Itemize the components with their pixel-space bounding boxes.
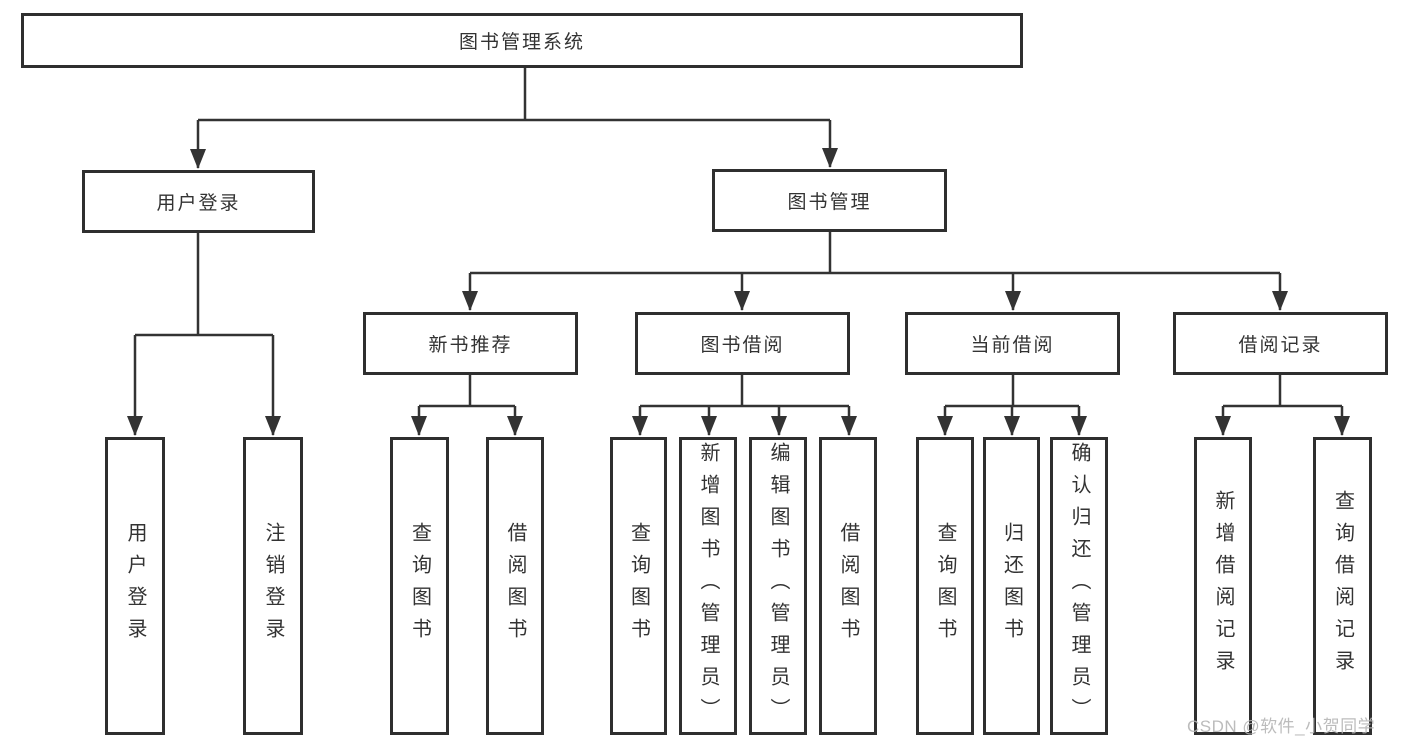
node-label: 注销登录 bbox=[262, 522, 284, 650]
node-label: 查询图书 bbox=[408, 522, 431, 650]
node-leaf-query-books-recommend: 查询图书 bbox=[390, 437, 449, 735]
node-leaf-borrow-books-recommend: 借阅图书 bbox=[486, 437, 544, 735]
node-leaf-return-books: 归还图书 bbox=[983, 437, 1040, 735]
node-book-borrowing: 图书借阅 bbox=[635, 312, 850, 375]
node-current-borrowing: 当前借阅 bbox=[905, 312, 1120, 375]
node-label: 查询借阅记录 bbox=[1331, 490, 1354, 682]
node-label: 借阅记录 bbox=[1238, 335, 1323, 356]
node-label: 查询图书 bbox=[934, 522, 956, 650]
node-label: 用户登录 bbox=[124, 522, 146, 650]
node-label: 查询图书 bbox=[627, 522, 650, 650]
connector-new-book-recommend-children bbox=[411, 375, 524, 437]
node-label: 借阅图书 bbox=[504, 522, 526, 650]
node-label: 新增图书（管理员） bbox=[697, 442, 719, 730]
node-book-management: 图书管理 bbox=[712, 169, 947, 232]
node-label: 图书管理 bbox=[787, 192, 872, 213]
node-leaf-logout: 注销登录 bbox=[243, 437, 303, 735]
node-label: 归还图书 bbox=[1000, 522, 1023, 650]
node-leaf-borrow-books: 借阅图书 bbox=[819, 437, 877, 735]
node-label: 新增借阅记录 bbox=[1212, 490, 1234, 682]
node-new-book-recommend: 新书推荐 bbox=[363, 312, 578, 375]
node-leaf-confirm-return-admin: 确认归还（管理员） bbox=[1050, 437, 1108, 735]
node-leaf-add-borrow-record: 新增借阅记录 bbox=[1194, 437, 1252, 735]
node-label: 借阅图书 bbox=[837, 522, 859, 650]
connector-current-borrowing-children bbox=[937, 375, 1088, 437]
connector-user-login-children bbox=[127, 233, 282, 437]
node-borrowing-records: 借阅记录 bbox=[1173, 312, 1388, 375]
node-leaf-query-books-borrowing: 查询图书 bbox=[610, 437, 667, 735]
node-user-login: 用户登录 bbox=[82, 170, 315, 233]
node-leaf-user-login: 用户登录 bbox=[105, 437, 165, 735]
node-label: 确认归还（管理员） bbox=[1068, 442, 1090, 730]
node-label: 编辑图书（管理员） bbox=[767, 442, 789, 730]
node-root-system: 图书管理系统 bbox=[21, 13, 1023, 68]
connector-root-to-level2 bbox=[190, 68, 839, 170]
node-label: 当前借阅 bbox=[970, 335, 1055, 356]
csdn-watermark: CSDN @软件_小贺同学 bbox=[1187, 717, 1376, 736]
node-label: 图书借阅 bbox=[700, 335, 785, 356]
node-leaf-edit-books-admin: 编辑图书（管理员） bbox=[749, 437, 807, 735]
node-leaf-query-books-current: 查询图书 bbox=[916, 437, 974, 735]
node-leaf-add-books-admin: 新增图书（管理员） bbox=[679, 437, 737, 735]
connector-book-borrowing-children bbox=[632, 375, 858, 437]
node-label: 新书推荐 bbox=[428, 335, 513, 356]
connector-book-management-children bbox=[462, 232, 1289, 312]
connector-borrowing-records-children bbox=[1215, 375, 1351, 437]
node-label: 用户登录 bbox=[156, 193, 241, 214]
node-label: 图书管理系统 bbox=[458, 32, 585, 53]
node-leaf-query-borrow-record: 查询借阅记录 bbox=[1313, 437, 1372, 735]
